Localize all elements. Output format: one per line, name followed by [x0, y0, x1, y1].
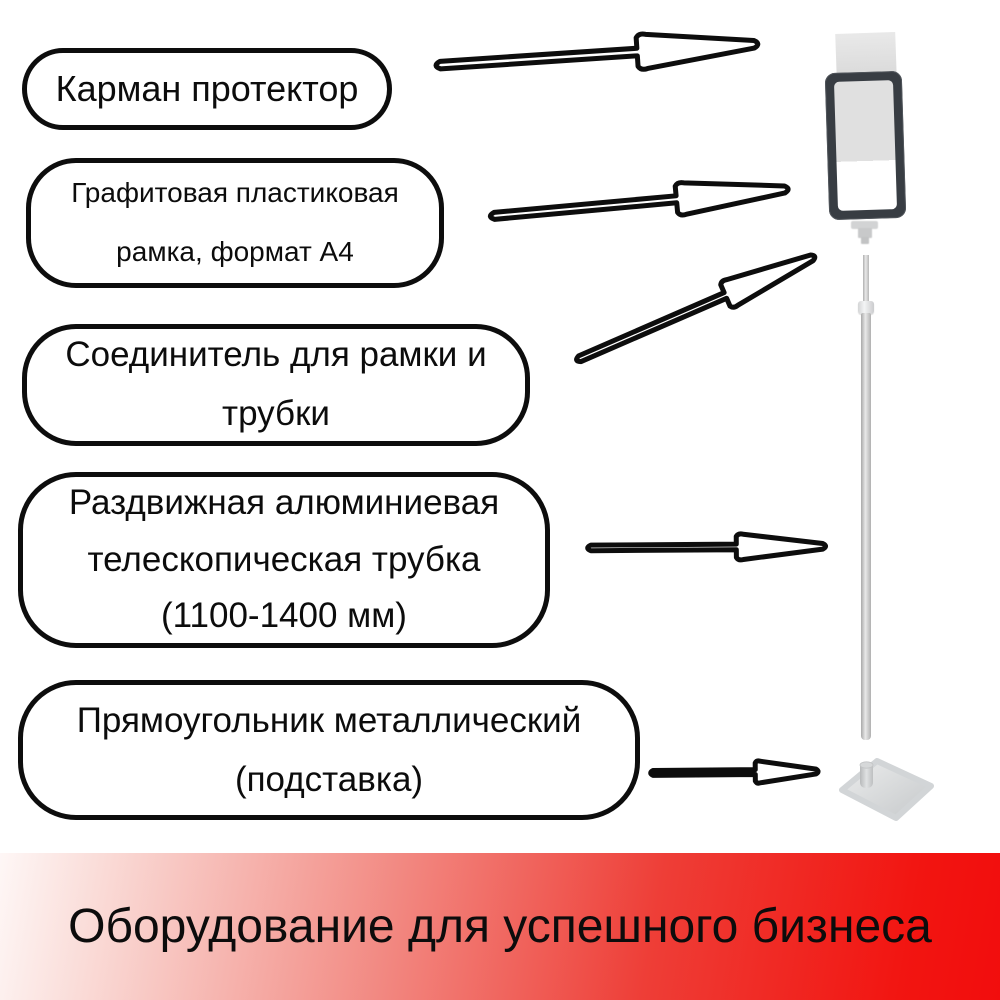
- bubble-line: Карман протектор: [55, 68, 359, 109]
- bubble-line: Соединитель для рамки и: [65, 335, 487, 375]
- connector-tip: [861, 237, 869, 244]
- bubble-line: (1100-1400 мм): [161, 596, 407, 636]
- banner-slogan: Оборудование для успешного бизнеса: [68, 900, 932, 953]
- label-bubble-pocket-protector: Карман протектор: [22, 48, 392, 130]
- label-bubble-connector: Соединитель для рамки и трубки: [22, 324, 530, 446]
- arrow-icon-pocket: [424, 5, 771, 104]
- base-plate-illustration: [839, 758, 934, 821]
- tube-upper-segment-illustration: [863, 255, 869, 303]
- base-socket: [860, 765, 873, 788]
- arrow-icon-base: [649, 758, 820, 786]
- label-bubble-telescopic-tube: Раздвижная алюминиевая телескопическая т…: [18, 472, 550, 648]
- arrow-icon-frame: [479, 153, 802, 252]
- bubble-line: рамка, формат А4: [116, 236, 354, 267]
- label-bubble-plastic-frame: Графитовая пластиковая рамка, формат А4: [26, 158, 444, 288]
- base-socket-top: [859, 761, 874, 769]
- a4-frame-illustration: [824, 70, 907, 221]
- connector-flange: [851, 221, 878, 229]
- frame-window: [833, 80, 898, 211]
- banner: Оборудование для успешного бизнеса: [0, 853, 1000, 1000]
- connector-illustration: [851, 221, 879, 245]
- tube-main-segment-illustration: [861, 313, 871, 740]
- bubble-line: (подставка): [234, 760, 424, 799]
- bubble-line: телескопическая трубка: [87, 539, 481, 579]
- tube-collar-illustration: [858, 301, 874, 314]
- connector-stem: [858, 228, 872, 238]
- base-plate: [839, 758, 934, 821]
- arrow-icon-connector: [569, 241, 823, 376]
- bubble-line: Графитовая пластиковая: [71, 177, 399, 209]
- bubble-line: трубки: [222, 394, 330, 433]
- bubble-line: Раздвижная алюминиевая: [68, 482, 500, 522]
- arrow-icon-tube: [585, 531, 828, 563]
- label-bubble-metal-base: Прямоугольник металлический (подставка): [18, 680, 640, 820]
- bubble-line: Прямоугольник металлический: [76, 700, 582, 740]
